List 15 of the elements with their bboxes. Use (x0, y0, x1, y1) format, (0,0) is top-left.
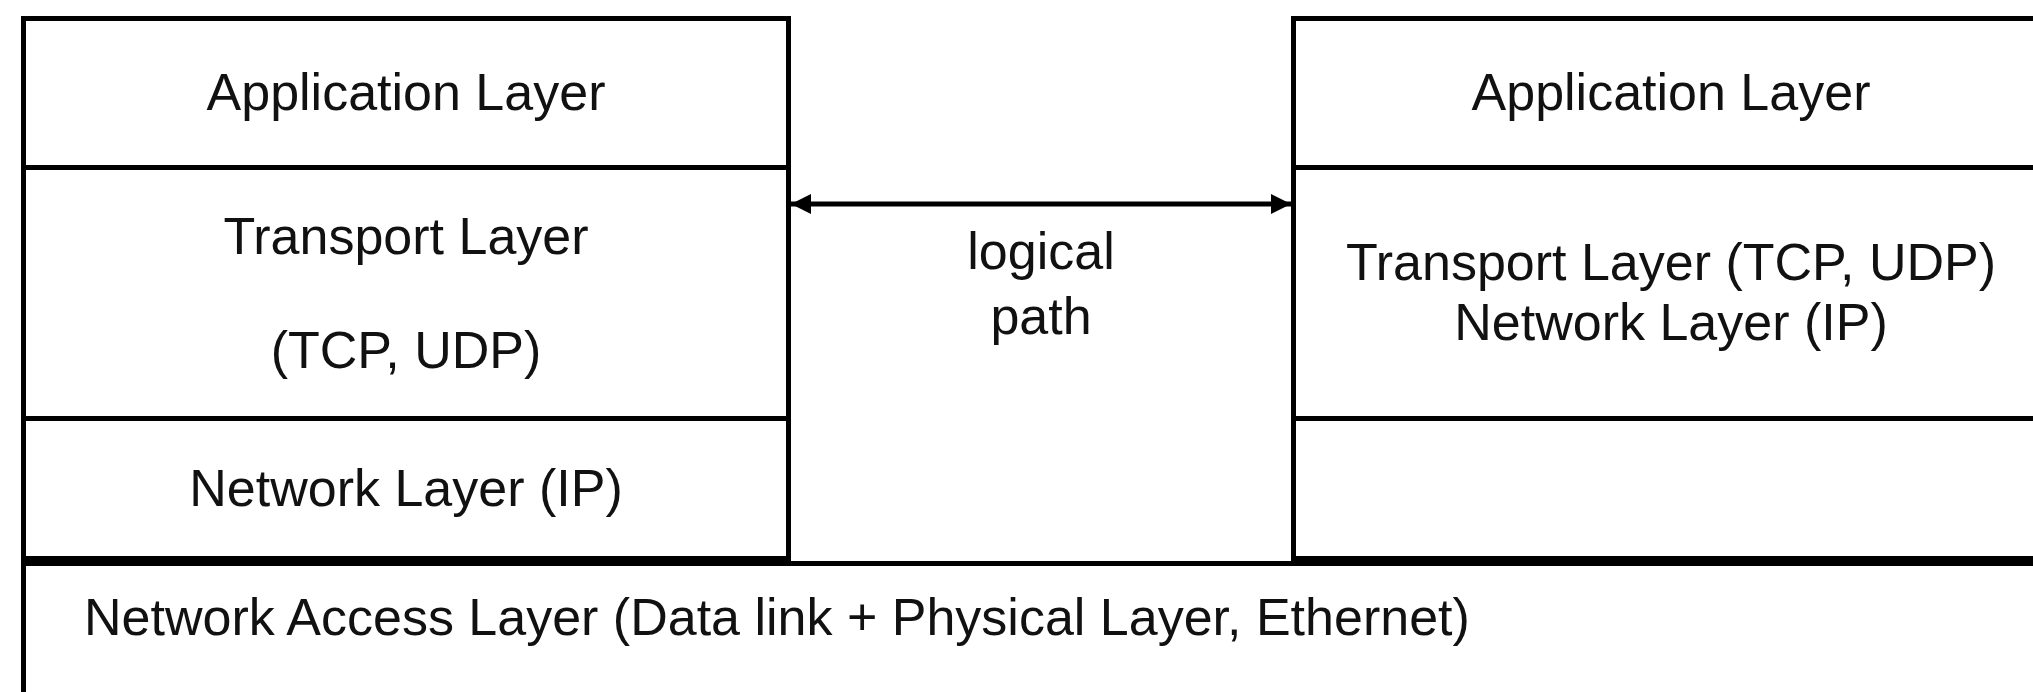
layer-name: Application Layer (1471, 63, 1871, 123)
layer-box (21, 170, 791, 421)
layer-box (21, 16, 791, 170)
layer-box (1291, 16, 2033, 170)
layer-name: Transport Layer (TCP, UDP) (1345, 233, 1997, 293)
layer-box (21, 561, 2033, 692)
layer-name: Network Layer (IP) (189, 458, 623, 519)
layer-name: Transport Layer (TCP, UDP) (222, 205, 590, 381)
layer-name: Network Layer (IP) (1454, 293, 1888, 353)
empty-layer-box (1291, 421, 2033, 561)
layer-box (21, 421, 791, 561)
layer-name: Application Layer (206, 63, 606, 123)
layer-name: Network Access Layer (Data link + Physical Layer, Ethernet) (84, 588, 1470, 648)
layer-box (1291, 170, 2033, 421)
double-arrow (791, 194, 1291, 214)
